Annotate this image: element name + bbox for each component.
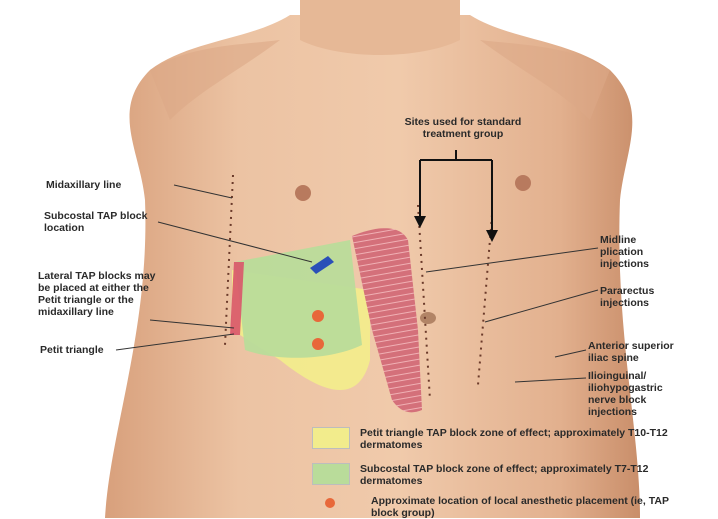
green-swatch xyxy=(312,463,350,485)
petit-triangle-label: Petit triangle xyxy=(40,344,130,356)
midaxillary-label: Midaxillary line xyxy=(46,179,176,191)
yellow-swatch xyxy=(312,427,350,449)
legend-orange: Approximate location of local anesthetic… xyxy=(312,495,681,519)
midline-plication-label: Midline plication injections xyxy=(600,234,680,270)
right-nipple xyxy=(515,175,531,191)
legend-yellow-text: Petit triangle TAP block zone of effect;… xyxy=(360,427,670,451)
legend-green: Subcostal TAP block zone of effect; appr… xyxy=(312,463,670,487)
anesthetic-dot xyxy=(312,310,324,322)
legend-orange-text: Approximate location of local anesthetic… xyxy=(371,495,681,519)
left-nipple xyxy=(295,185,311,201)
sites-used-label: Sites used for standard treatment group xyxy=(404,116,522,140)
subcostal-location-label: Subcostal TAP block location xyxy=(44,210,164,234)
anesthetic-dot xyxy=(312,338,324,350)
neck xyxy=(300,0,460,55)
orange-dot-key xyxy=(325,498,335,508)
legend-yellow: Petit triangle TAP block zone of effect;… xyxy=(312,427,670,451)
ilioinguinal-label: Ilioinguinal/ iliohypogastric nerve bloc… xyxy=(588,370,692,418)
lateral-tap-label: Lateral TAP blocks may be placed at eith… xyxy=(38,270,170,318)
pararectus-label: Pararectus injections xyxy=(600,285,680,309)
umbilicus xyxy=(420,312,436,324)
legend-green-text: Subcostal TAP block zone of effect; appr… xyxy=(360,463,670,487)
asis-label: Anterior superior iliac spine xyxy=(588,340,688,364)
